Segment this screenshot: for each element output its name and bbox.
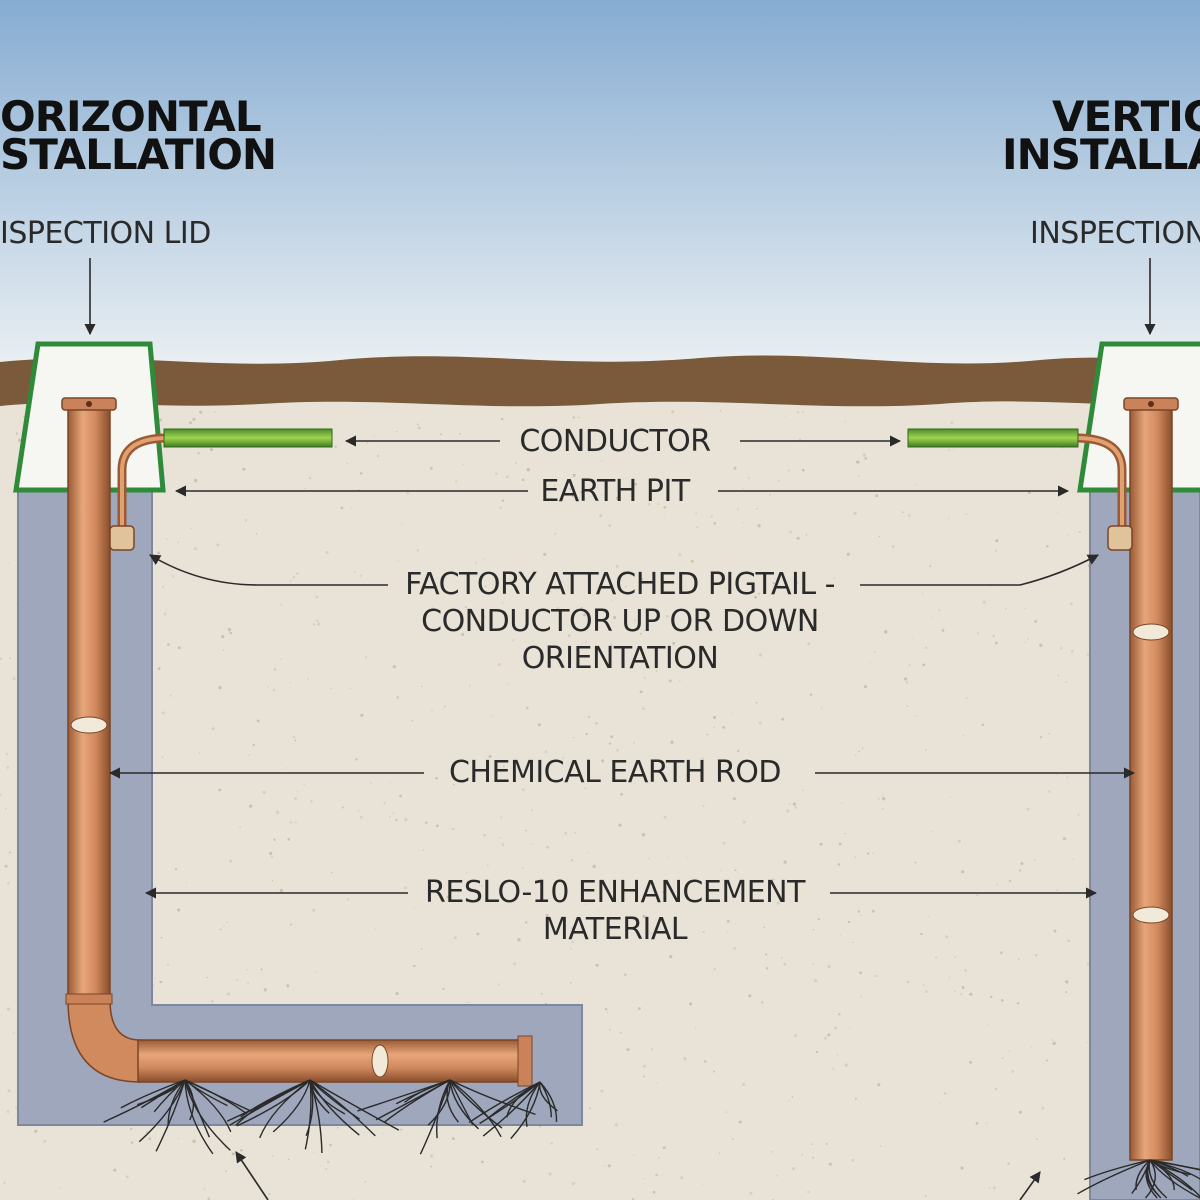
title-horizontal-line2: STALLATION xyxy=(0,130,277,179)
pigtail-horizontal xyxy=(109,433,173,551)
arrows xyxy=(84,258,1156,1200)
sky xyxy=(0,0,1200,380)
soil-surface xyxy=(0,355,1200,407)
label-pigtail-line3: ORIENTATION xyxy=(521,641,719,676)
roots xyxy=(103,1079,1200,1199)
arrow-bottom-right xyxy=(1019,1171,1041,1200)
chemical-earth-rod-horizontal xyxy=(61,397,533,1087)
arrow-bottom-left xyxy=(235,1151,269,1200)
label-conductor: CONDUCTOR xyxy=(519,424,711,459)
conductor-horizontal xyxy=(163,428,333,448)
title-vertical-line1: VERTICA xyxy=(1052,92,1200,141)
arrow-pigtail-right xyxy=(860,554,1099,586)
arrow-pigtail-left xyxy=(149,554,388,586)
label-inspection-lid-horizontal: ISPECTION LID xyxy=(0,216,211,251)
label-enhancement-line2: MATERIAL xyxy=(542,912,688,947)
label-pigtail-line1: FACTORY ATTACHED PIGTAIL - xyxy=(405,567,835,602)
conductor-vertical xyxy=(907,428,1079,448)
label-enhancement-line1: RESLO-10 ENHANCEMENT xyxy=(425,875,805,910)
chemical-earth-rod-vertical xyxy=(1123,397,1179,1161)
title-horizontal-line1: ORIZONTAL xyxy=(0,92,262,141)
title-vertical-line2: INSTALLATI xyxy=(1002,130,1200,179)
label-earth-pit: EARTH PIT xyxy=(540,474,690,509)
label-chemical-earth-rod: CHEMICAL EARTH ROD xyxy=(448,755,782,790)
pigtail-vertical xyxy=(1071,433,1133,551)
label-pigtail-line2: CONDUCTOR UP OR DOWN xyxy=(421,604,819,639)
label-inspection-lid-vertical: INSPECTION xyxy=(1030,216,1200,251)
